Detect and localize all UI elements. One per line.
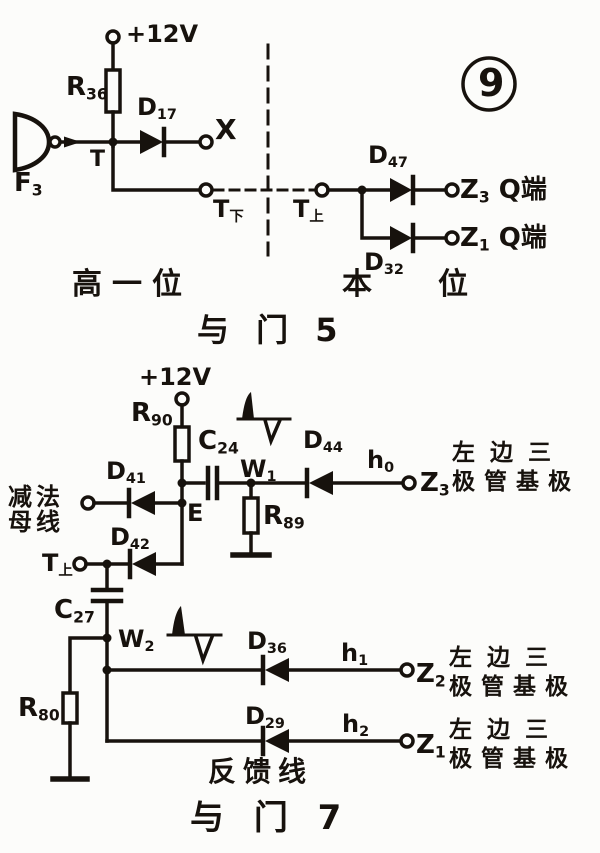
terminal-t-up-bottom (72, 556, 88, 572)
label-left-transistor-base-z3-line1: 左边三 (452, 440, 566, 466)
label-subtraction-bus-line1: 减法 (8, 483, 64, 511)
label-left-transistor-base-z1-line2: 极管基极 (449, 746, 577, 772)
label-power-top: +12V (126, 20, 199, 48)
junction-w1 (246, 478, 256, 488)
label-r80: R80 (18, 693, 60, 725)
label-left-transistor-base-z3-line2: 极管基极 (452, 469, 580, 495)
pulse-waveform-icon-w1 (236, 392, 292, 447)
label-d29: D29 (245, 702, 285, 733)
diode-d36 (260, 654, 402, 686)
label-t-up-bottom: T上 (42, 549, 73, 580)
diode-d42 (72, 548, 184, 580)
pulse-waveform-icon-w2 (166, 606, 223, 666)
label-d47: D47 (368, 141, 408, 172)
diode-d17 (115, 126, 201, 158)
label-r89: R89 (263, 501, 305, 533)
terminal-z2-base (399, 662, 415, 678)
junction (177, 478, 187, 488)
resistor-r80 (50, 636, 109, 782)
label-t-down: T下 (213, 195, 244, 226)
label-t-up-top: T上 (293, 195, 324, 226)
label-left-transistor-base-z2-line1: 左边三 (449, 645, 563, 671)
label-h1: h1 (341, 639, 369, 670)
label-left-transistor-base-z1-line1: 左边三 (449, 717, 563, 743)
label-region-this-digit-a: 本 (342, 267, 372, 302)
signal-arrow-icon (64, 136, 81, 148)
capacitor-c27 (90, 566, 124, 640)
diode-d44 (253, 467, 404, 499)
label-d42: D42 (110, 523, 150, 554)
junction-t (108, 137, 118, 147)
label-z2: Z2 (416, 659, 446, 691)
label-power-bottom: +12V (139, 363, 212, 391)
label-f3: F3 (14, 168, 43, 200)
capacitor-c24 (184, 465, 249, 501)
wire-t-branch (111, 144, 201, 192)
power-terminal-top (105, 29, 121, 72)
label-x-terminal: X (215, 113, 237, 146)
diode-d29 (260, 725, 402, 757)
label-t-node: T (90, 147, 106, 172)
label-r36: R36 (66, 72, 108, 104)
label-d17: D17 (137, 93, 177, 124)
diode-d41 (80, 487, 182, 519)
label-e-node: E (187, 499, 204, 527)
label-subtraction-bus-line2: 母线 (8, 508, 64, 536)
diode-d47 (390, 174, 447, 206)
terminal-z3-q (444, 182, 460, 198)
figure-number: 9 (478, 61, 505, 105)
label-c24: C24 (198, 426, 239, 458)
gate-f3 (12, 111, 110, 173)
label-z3-base: Z3 (420, 468, 450, 500)
wire-branch-d32 (360, 188, 392, 240)
caption-and-gate-5: 与 门 5 (197, 311, 346, 349)
terminal-t-down (198, 182, 214, 198)
terminal-z1-base (399, 733, 415, 749)
terminal-z1-q (444, 230, 460, 246)
label-z1-base: Z1 (416, 730, 446, 762)
figure-number-circle (461, 56, 517, 112)
resistor-r90 (173, 425, 191, 566)
diode-d32 (390, 222, 447, 254)
label-r90: R90 (131, 398, 173, 430)
label-w2: W2 (118, 625, 155, 656)
resistor-r36 (104, 68, 122, 148)
label-d41: D41 (106, 457, 146, 488)
terminal-t-up-top (314, 182, 330, 198)
label-d44: D44 (303, 426, 343, 457)
label-left-transistor-base-z2-line2: 极管基极 (449, 674, 577, 700)
label-c27: C27 (54, 595, 95, 627)
terminal-z3-base (401, 475, 417, 491)
label-h0: h0 (367, 446, 395, 477)
label-d32: D32 (364, 248, 404, 279)
label-d36: D36 (247, 627, 287, 658)
power-terminal-bottom (174, 391, 190, 429)
label-h2: h2 (342, 710, 370, 741)
terminal-x (198, 134, 214, 150)
label-feedback-line: 反馈线 (208, 755, 314, 788)
terminal-subtraction-bus (80, 495, 96, 511)
junction-e (177, 498, 187, 508)
label-w1: W1 (240, 455, 277, 486)
label-region-higher-digit: 高一位 (72, 267, 192, 302)
caption-and-gate-7: 与 门 7 (190, 798, 351, 838)
label-region-this-digit-b: 位 (438, 267, 468, 302)
resistor-r89 (230, 485, 272, 558)
